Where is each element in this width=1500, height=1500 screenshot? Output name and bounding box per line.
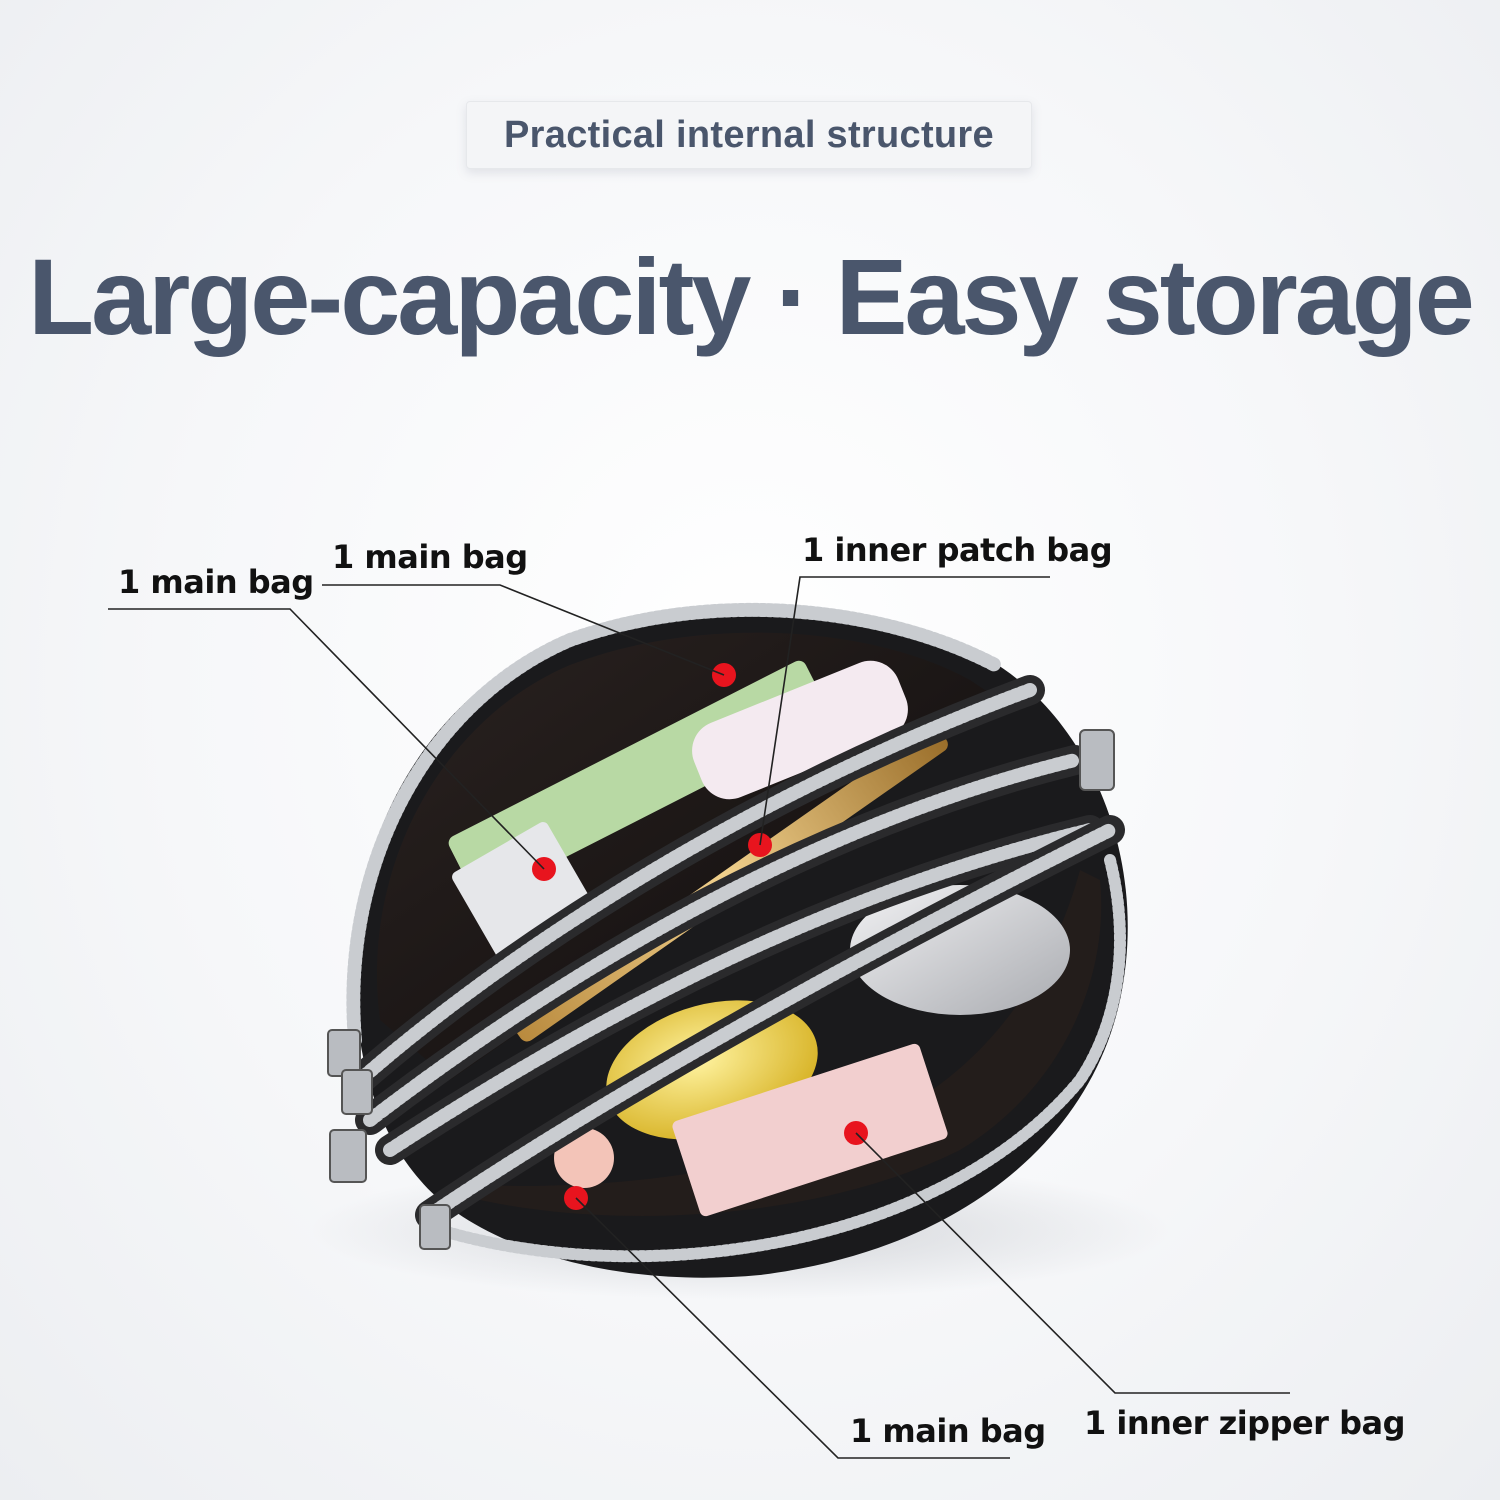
leader-top-center — [322, 584, 725, 676]
leader-bottom-right — [855, 1132, 1290, 1394]
callout-lines — [108, 576, 1290, 1459]
leader-left — [108, 608, 545, 870]
callout-left-label: 1 main bag — [118, 563, 314, 601]
bag-contents — [448, 660, 1070, 1217]
zipper-pull-3 — [329, 1129, 367, 1183]
mouse-item — [850, 885, 1070, 1015]
zipper-1 — [346, 602, 1002, 1047]
subtitle-banner: Practical internal structure — [466, 101, 1032, 169]
zipper-pulls — [327, 729, 1115, 1250]
callout-bottom-center-label: 1 main bag — [850, 1412, 1046, 1450]
subtitle-text: Practical internal structure — [504, 113, 994, 156]
pink-palette-item — [672, 1043, 948, 1217]
zipper-pull-4 — [419, 1204, 451, 1250]
leader-bottom-center — [575, 1197, 1010, 1459]
callout-bottom-right-label: 1 inner zipper bag — [1084, 1404, 1406, 1442]
tissue-pack-item — [692, 660, 908, 800]
zipper-tracks — [345, 602, 1126, 1263]
zipper-4 — [383, 823, 1097, 1157]
zipper-outer-bottom — [434, 854, 1126, 1263]
callout-top-center-label: 1 main bag — [332, 538, 528, 576]
zipper-5 — [423, 823, 1117, 1222]
callout-top-right-label: 1 inner patch bag — [802, 531, 1113, 569]
page-headline: Large-capacity · Easy storage — [28, 236, 1475, 357]
leader-top-right — [759, 576, 1050, 846]
strap-buckle — [1079, 729, 1115, 791]
zipper-2 — [353, 683, 1037, 1087]
zipper-pull-2 — [341, 1069, 373, 1115]
zipper-3 — [363, 753, 1082, 1127]
